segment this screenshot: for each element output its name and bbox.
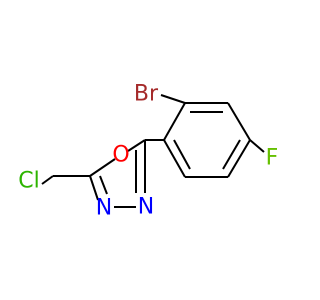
bond-ring-c1-c2	[163, 102, 186, 141]
atom-cl: Cl	[18, 169, 39, 194]
atom-o: O	[112, 143, 129, 168]
bond-ring-c4-c5	[227, 139, 251, 178]
bond-ch2-cl	[41, 175, 54, 185]
bond-ring-c3-c4	[227, 102, 251, 141]
bond-lines	[41, 94, 265, 208]
bond-ring-inner-right	[222, 139, 241, 170]
bond-ring-inner-left	[173, 139, 191, 170]
bond-c5-n4	[89, 175, 99, 201]
atom-labels: Br F O Cl N N	[18, 82, 278, 221]
atom-n-right: N	[138, 195, 154, 220]
atom-f: F	[266, 146, 279, 171]
canvas-background	[0, 0, 300, 300]
molecule-diagram: Br F O Cl N N	[0, 0, 300, 300]
bond-c-br	[160, 94, 186, 104]
bond-o-c5	[89, 158, 116, 177]
bond-c-f	[249, 139, 265, 153]
atom-n-left: N	[96, 196, 112, 221]
bond-ring-c6-c1	[163, 139, 186, 178]
atom-br: Br	[134, 82, 159, 107]
bond-c5-n4-double	[99, 175, 108, 195]
bond-c2-o	[127, 139, 146, 152]
